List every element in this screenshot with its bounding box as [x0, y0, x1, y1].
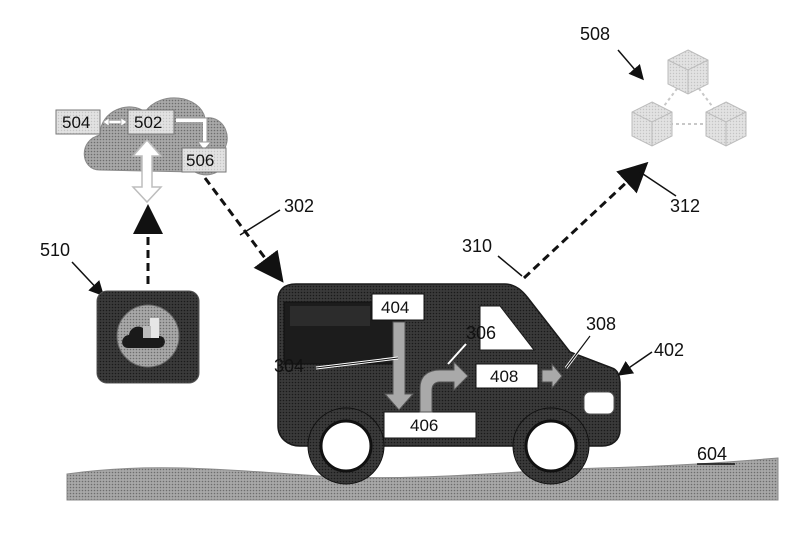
leader-402 [617, 351, 653, 376]
arrow-408-out [541, 362, 563, 390]
leader-302 [239, 209, 281, 236]
van-icon [277, 283, 621, 485]
box-506 [181, 147, 227, 173]
label-304: 304 [274, 356, 304, 376]
leader-510 [71, 261, 105, 297]
label-308: 308 [586, 314, 616, 334]
label-402: 402 [654, 340, 684, 360]
arrow-502-506-outline [176, 117, 208, 142]
arrow-502-506-head [197, 141, 213, 151]
leader-508 [617, 49, 644, 81]
label-310: 310 [462, 236, 492, 256]
leader-310 [497, 255, 523, 277]
box-408 [475, 363, 539, 389]
network-cubes-icon [631, 49, 747, 147]
label-306: 306 [466, 323, 496, 343]
label-312: 312 [670, 196, 700, 216]
label-504: 504 [62, 113, 90, 132]
label-510: 510 [40, 240, 70, 260]
label-502: 502 [134, 113, 162, 132]
arrow-502-504-head-right [120, 117, 128, 127]
leader-306 [447, 343, 467, 365]
box-404 [371, 293, 425, 321]
box-502 [127, 109, 175, 135]
label-604: 604 [697, 444, 727, 464]
ground-terrain [66, 457, 779, 501]
arrow-404-406 [383, 321, 415, 411]
box-504 [55, 109, 101, 135]
arrow-406-408 [419, 360, 469, 413]
label-404: 404 [381, 298, 409, 317]
bidirectional-arrow-icon [131, 138, 163, 204]
label-506: 506 [186, 151, 214, 170]
link-302 [203, 177, 284, 283]
label-508: 508 [580, 24, 610, 44]
leader-304-core [315, 357, 399, 369]
label-408: 408 [490, 367, 518, 386]
device-app-icon [96, 290, 200, 384]
arrow-502-506 [176, 118, 207, 142]
label-302: 302 [284, 196, 314, 216]
box-406 [383, 411, 477, 439]
leader-308-core [565, 335, 591, 369]
label-406: 406 [410, 416, 438, 435]
leader-312 [639, 171, 677, 197]
link-310 [522, 161, 649, 280]
arrow-502-504-head-left [102, 117, 110, 127]
